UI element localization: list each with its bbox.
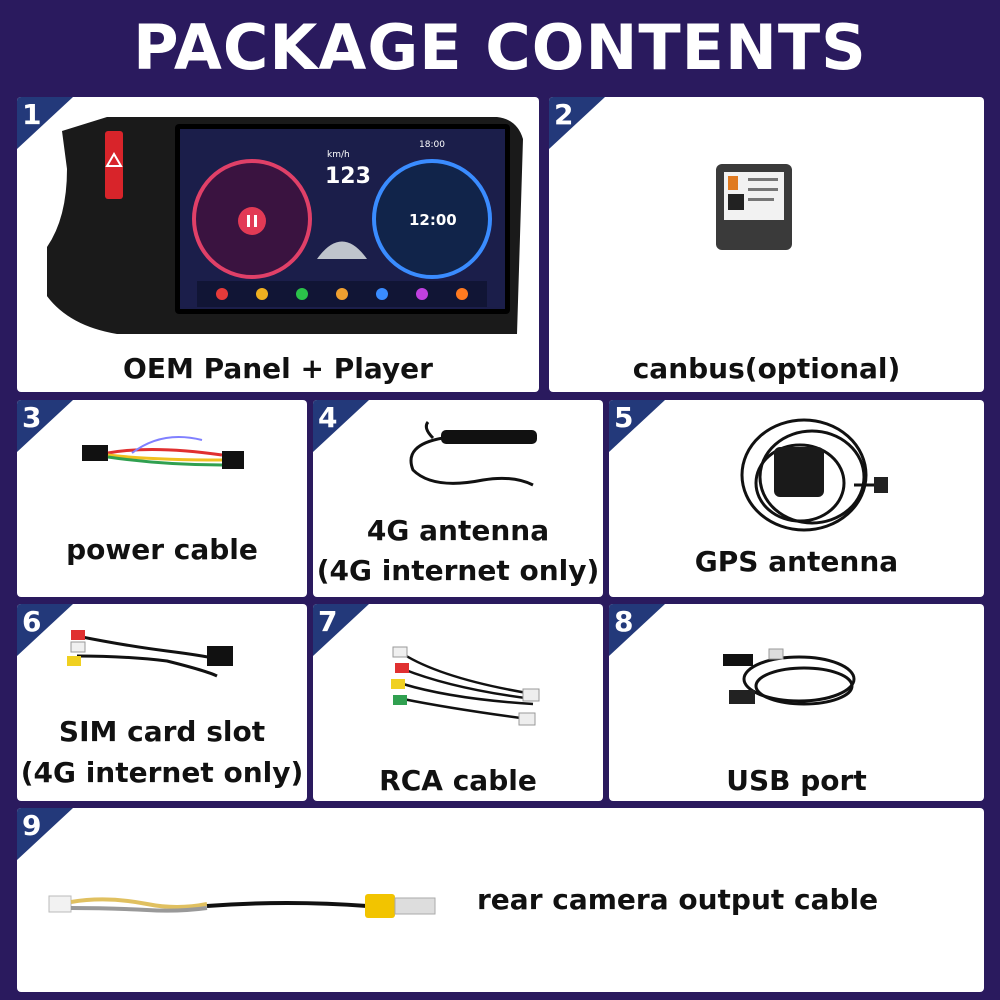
4g-antenna-image xyxy=(409,421,537,487)
play-pause-icon xyxy=(238,207,266,235)
number-badge: 2 xyxy=(549,97,605,149)
item-card-1: km/h 123 12:00 18:00 1 OEM Panel + Playe… xyxy=(17,97,539,392)
item-card-3: 3 power cable xyxy=(17,400,307,597)
item-label: rear camera output cable xyxy=(477,883,879,916)
item-card-8: 8 USB port xyxy=(609,604,984,801)
item-card-4: 4 4G antenna (4G internet only) xyxy=(313,400,603,597)
item-card-2: 2 canbus(optional) xyxy=(549,97,984,392)
item-label: power cable xyxy=(66,533,258,566)
item-label: GPS antenna xyxy=(694,545,899,578)
item-label-note: (4G internet only) xyxy=(20,756,304,789)
badge-number: 8 xyxy=(614,605,634,638)
item-card-9: 9 rear camera output cable xyxy=(17,808,984,992)
badge-number: 6 xyxy=(22,605,42,638)
item-label-note: (4G internet only) xyxy=(316,554,600,587)
number-badge: 5 xyxy=(609,400,665,452)
canbus-box-image xyxy=(716,164,792,250)
badge-number: 4 xyxy=(318,401,338,434)
number-badge: 8 xyxy=(609,604,665,656)
oem-panel-player-image: km/h 123 12:00 18:00 xyxy=(47,117,523,334)
page-title: PACKAGE CONTENTS xyxy=(133,11,867,84)
sim-card-cable-image xyxy=(67,630,233,678)
item-card-6: 6 SIM card slot (4G internet only) xyxy=(17,604,307,801)
svg-text:123: 123 xyxy=(325,164,371,189)
number-badge: 7 xyxy=(313,604,369,656)
item-card-7: 7 RCA cable xyxy=(313,604,603,801)
number-badge: 9 xyxy=(17,808,73,860)
item-label: RCA cable xyxy=(379,764,537,797)
badge-number: 7 xyxy=(318,605,338,638)
rear-camera-cable-image xyxy=(48,894,436,918)
item-label: OEM Panel + Player xyxy=(123,352,433,385)
badge-number: 1 xyxy=(22,98,42,131)
badge-number: 5 xyxy=(614,401,634,434)
svg-text:km/h: km/h xyxy=(327,150,350,160)
svg-text:12:00: 12:00 xyxy=(409,211,457,229)
usb-cable-image xyxy=(723,648,856,706)
badge-number: 9 xyxy=(22,809,42,842)
svg-text:18:00: 18:00 xyxy=(419,140,445,150)
item-card-5: 5 GPS antenna xyxy=(609,400,984,597)
badge-number: 3 xyxy=(22,401,42,434)
number-badge: 3 xyxy=(17,400,73,452)
gps-antenna-image xyxy=(740,418,888,532)
item-label: canbus(optional) xyxy=(632,352,901,385)
item-label: 4G antenna xyxy=(366,514,550,547)
badge-number: 2 xyxy=(554,98,574,131)
power-cable-image xyxy=(82,436,244,469)
item-label: SIM card slot xyxy=(58,715,266,748)
rca-cable-image xyxy=(391,646,540,726)
item-label: USB port xyxy=(726,764,867,797)
number-badge: 4 xyxy=(313,400,369,452)
